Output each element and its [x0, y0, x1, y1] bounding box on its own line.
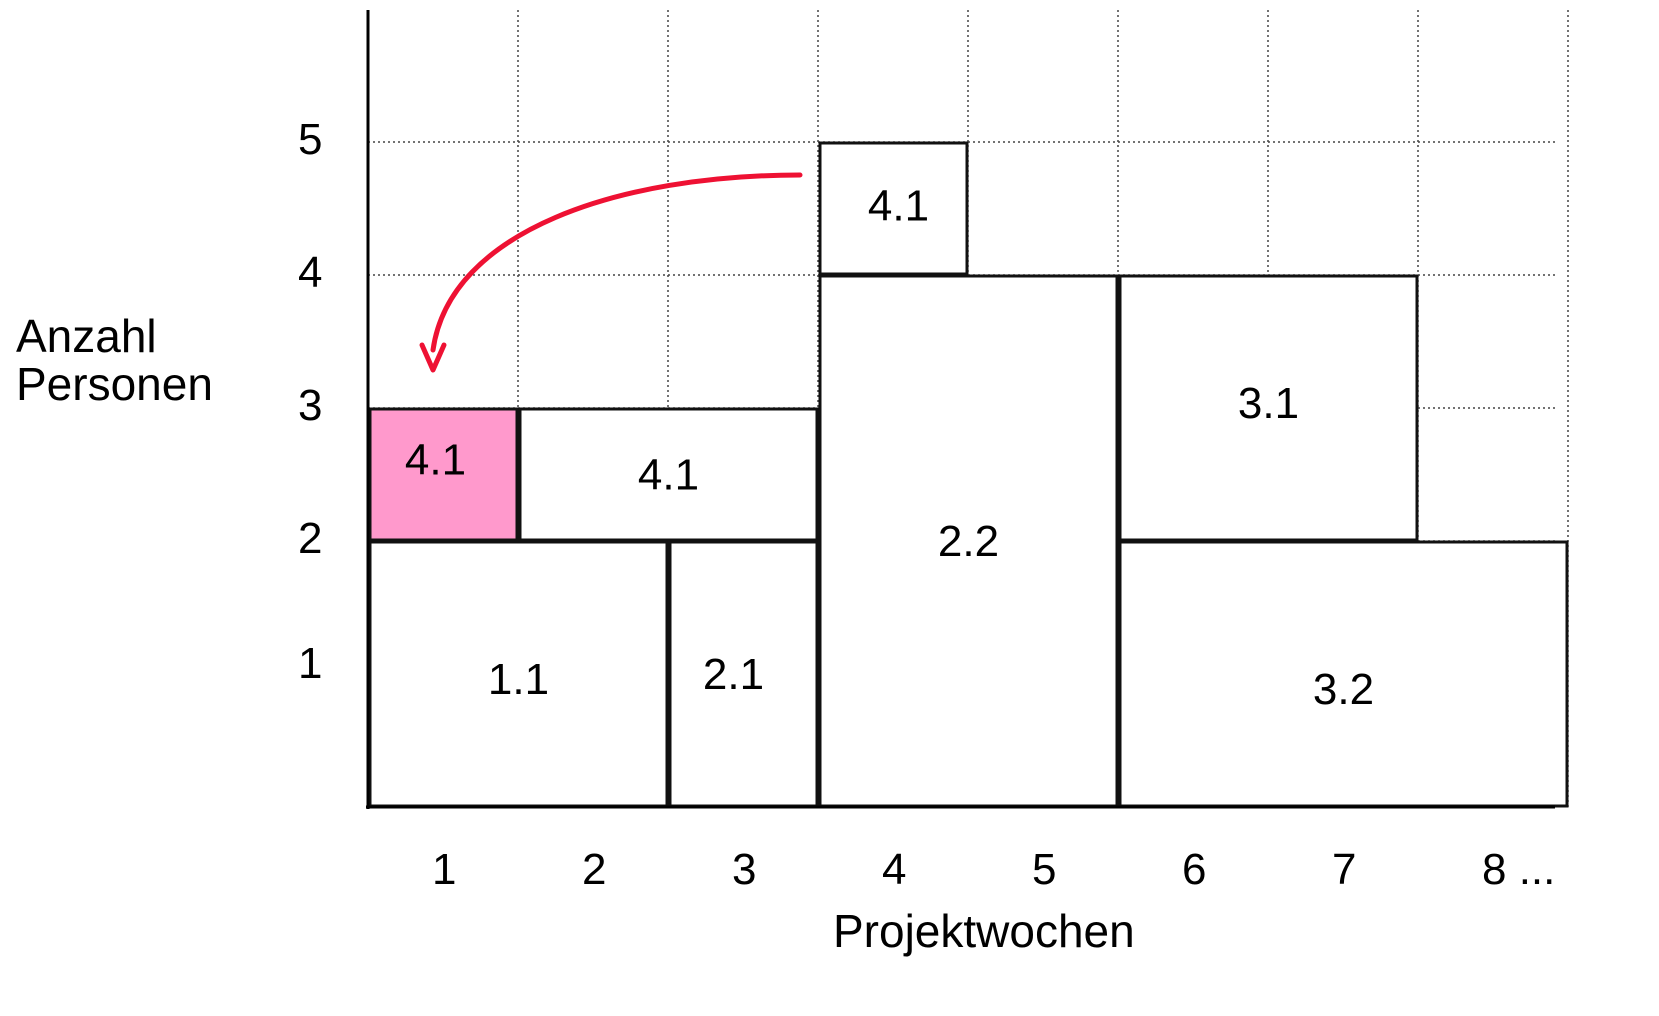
block-label: 3.2	[1313, 665, 1374, 714]
block-label: 2.2	[938, 517, 999, 566]
x-tick-label: 7	[1332, 845, 1357, 894]
work-package-block: 2.1	[668, 540, 819, 808]
work-package-block: 2.2	[818, 274, 1119, 808]
block-rect	[818, 141, 969, 276]
y-tick-label: 5	[298, 115, 323, 164]
block-rect	[368, 540, 669, 808]
work-package-block: 4.1	[368, 407, 519, 542]
y-axis-label: Anzahl Personen	[16, 312, 213, 408]
block-rect	[368, 407, 519, 542]
work-package-block: 3.2	[1118, 540, 1569, 808]
block-rect	[1118, 274, 1419, 542]
y-axis-label-line2: Personen	[16, 358, 213, 410]
x-tick-label: 2	[582, 845, 607, 894]
x-tick-label: 4	[882, 845, 907, 894]
x-tick-label: 5	[1032, 845, 1057, 894]
x-tick-label: 8 ...	[1482, 845, 1556, 894]
block-rect	[668, 540, 819, 808]
block-label: 2.1	[703, 650, 764, 699]
arrow-curve	[430, 172, 803, 353]
x-tick-label: 3	[732, 845, 757, 894]
work-package-block: 4.1	[818, 141, 969, 276]
block-label: 1.1	[488, 655, 549, 704]
block-label: 4.1	[638, 451, 699, 500]
y-tick-label: 1	[298, 639, 323, 688]
x-tick-label: 1	[432, 845, 457, 894]
x-tick-label: 6	[1182, 845, 1207, 894]
work-package-block: 4.1	[518, 407, 819, 542]
work-package-block: 1.1	[368, 540, 669, 808]
work-package-block: 3.1	[1118, 274, 1419, 542]
y-tick-label: 4	[298, 248, 323, 297]
block-rect	[818, 274, 1119, 808]
x-axis-label: Projektwochen	[833, 905, 1135, 957]
arrow-head	[419, 342, 447, 373]
block-rect	[518, 407, 819, 542]
work-package-blocks: 1.1 2.1 4.1 4.1 2.2 4.1 3.2 3.1	[368, 141, 1569, 808]
block-label: 4.1	[405, 436, 466, 485]
move-arrow	[419, 172, 803, 373]
y-axis-label-line1: Anzahl	[16, 310, 157, 362]
y-tick-label: 3	[298, 381, 323, 430]
block-label: 4.1	[868, 182, 929, 231]
axes	[366, 10, 1555, 809]
block-label: 3.1	[1238, 379, 1299, 428]
y-tick-label: 2	[298, 514, 323, 563]
